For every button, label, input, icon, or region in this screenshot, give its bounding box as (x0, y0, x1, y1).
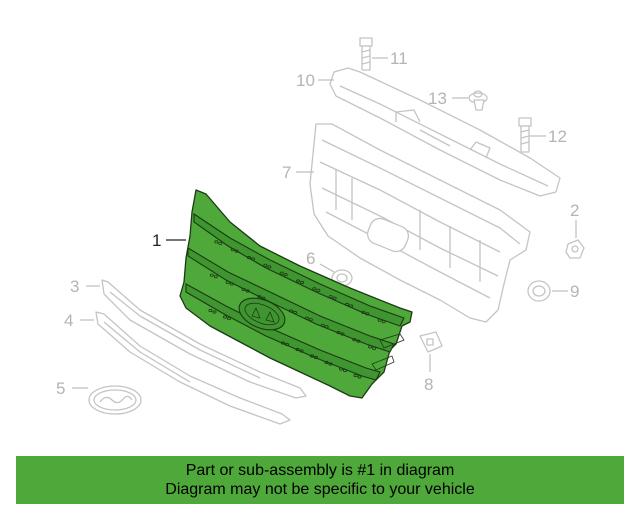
grille-hole (361, 310, 366, 314)
grille-hole (234, 249, 239, 253)
callout-5[interactable]: 5 (56, 379, 65, 398)
grille-hole (299, 349, 304, 353)
grille-hole (226, 316, 231, 321)
grille-hole (261, 296, 266, 300)
part-12-bolt (518, 117, 532, 153)
grille-hole (295, 347, 300, 352)
grille-hole (324, 360, 329, 365)
grille-hole (342, 368, 347, 373)
grille-hole (353, 373, 358, 378)
grille-hole (292, 310, 297, 315)
part-3-molding (101, 279, 307, 399)
grille-hole (336, 330, 341, 335)
callout-13[interactable]: 13 (428, 89, 447, 108)
callout-8[interactable]: 8 (424, 375, 433, 394)
callout-3[interactable]: 3 (70, 277, 79, 296)
grille-hole (225, 280, 230, 284)
grille-hole (368, 345, 373, 349)
grille-hole (381, 320, 386, 324)
grille-hole (328, 362, 333, 366)
grille-hole (267, 265, 272, 269)
grille-hole (372, 346, 377, 350)
callout-6[interactable]: 6 (306, 249, 315, 268)
part-11-bolt (359, 37, 373, 71)
grille-hole (352, 338, 357, 342)
callout-9[interactable]: 9 (570, 282, 579, 301)
grille-hole (213, 275, 218, 279)
grille-hole (357, 375, 362, 379)
part-5-emblem (88, 385, 142, 415)
grille-hole (316, 288, 321, 292)
grille-hole (229, 282, 234, 286)
grille-hole (312, 287, 317, 291)
grille-hole (320, 323, 325, 327)
grille-hole (208, 308, 213, 313)
part-2-clip (565, 239, 585, 259)
grille-hole (324, 325, 329, 329)
part-13-clip (468, 90, 488, 111)
banner-line-part: Part or sub-assembly is #1 in diagram (185, 462, 455, 479)
grille-hole (230, 248, 235, 252)
grille-hole (348, 304, 353, 308)
part-7-grille-frame (309, 123, 531, 323)
grille-hole (283, 273, 288, 277)
part-10-radiator-support-cover (329, 67, 561, 197)
grille-hole (279, 271, 284, 275)
grille-hole (212, 310, 217, 314)
grille-hole (209, 273, 214, 277)
grille-hole (338, 367, 343, 371)
grille-hole (344, 302, 349, 307)
callout-10[interactable]: 10 (296, 71, 315, 90)
grille-hole (288, 309, 293, 313)
grille-hole (295, 279, 300, 283)
leader-lines (72, 57, 577, 389)
part-1-grille (179, 189, 413, 399)
parts-diagram: 1 2 3 4 5 6 7 8 9 10 11 12 13 (56, 37, 585, 425)
info-banner: Part or sub-assembly is #1 in diagram Di… (16, 456, 624, 504)
grille-hole (257, 295, 262, 299)
callout-11[interactable]: 11 (390, 49, 408, 68)
callout-4[interactable]: 4 (64, 311, 73, 330)
callouts: 1 2 3 4 5 6 7 8 9 10 11 12 13 (56, 49, 579, 398)
grille-hole (263, 263, 268, 267)
grille-hole (222, 315, 227, 319)
part-9-nut (527, 280, 551, 302)
grille-hole (250, 257, 255, 261)
grille-hole (246, 255, 251, 260)
callout-12[interactable]: 12 (548, 127, 567, 146)
grille-hole (377, 318, 382, 322)
grille-hole (218, 241, 223, 245)
grille-hole (365, 312, 370, 316)
grille-hole (309, 354, 314, 358)
part-8-bracket (419, 331, 443, 353)
grille-hole (328, 295, 333, 299)
grille-hole (299, 280, 304, 285)
grille-hole (313, 355, 318, 360)
grille-hole (332, 296, 337, 300)
grille-hole (356, 339, 361, 343)
part-4-molding (95, 311, 291, 425)
callout-2[interactable]: 2 (570, 201, 579, 220)
grille-hole (245, 289, 250, 293)
grille-hole (308, 318, 313, 322)
grille-hole (214, 240, 219, 244)
grille-hole (284, 342, 289, 347)
banner-line-disclaimer: Diagram may not be specific to your vehi… (165, 481, 475, 498)
grille-hole (241, 287, 246, 292)
grille-hole (280, 341, 285, 345)
callout-1[interactable]: 1 (152, 231, 161, 250)
grille-hole (304, 316, 309, 320)
grille-hole (340, 332, 345, 336)
callout-7[interactable]: 7 (282, 163, 291, 182)
